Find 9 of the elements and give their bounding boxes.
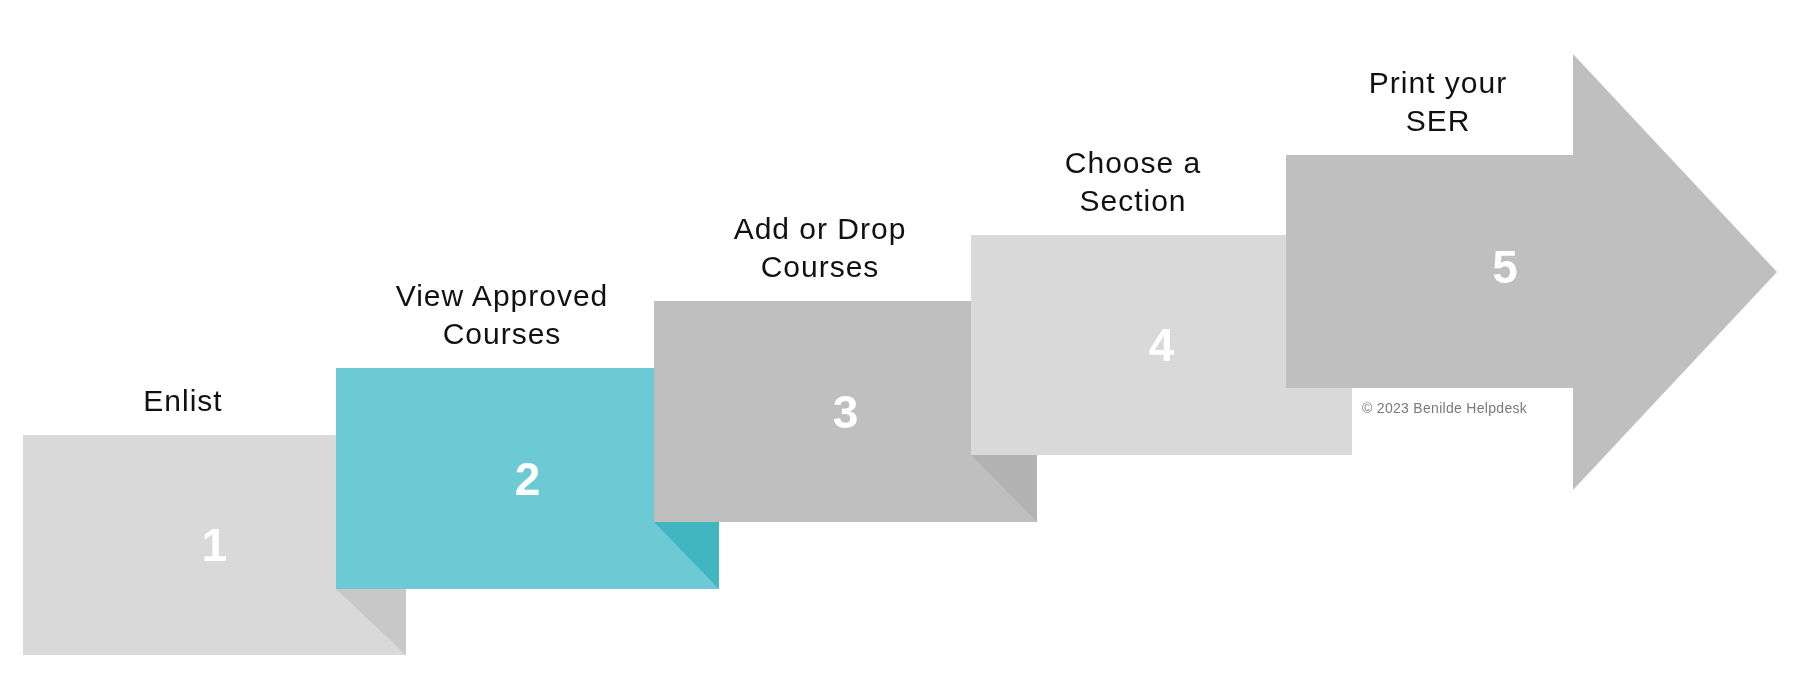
step-number: 3: [832, 384, 859, 439]
step-number: 2: [514, 451, 541, 506]
step-title: Choose a Section: [1063, 145, 1203, 219]
step-number: 5: [1492, 240, 1518, 294]
step-title: Enlist: [142, 382, 224, 419]
step-title: Add or Drop Courses: [732, 211, 908, 285]
step-title: View Approved Courses: [394, 278, 610, 352]
copyright-note: © 2023 Benilde Helpdesk: [1362, 400, 1528, 416]
step-title: Print your SER: [1367, 65, 1509, 139]
